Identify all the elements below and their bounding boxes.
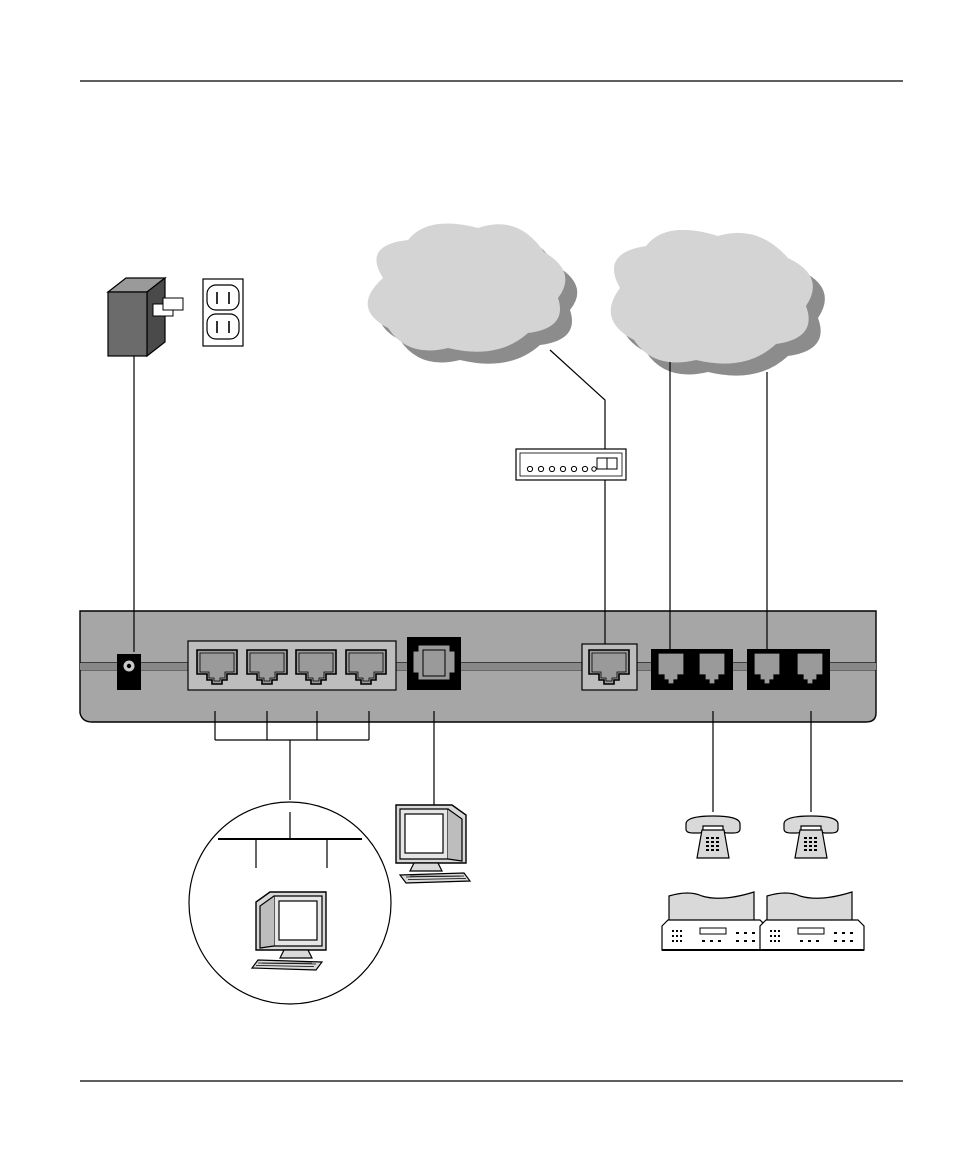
phone-line-2-group bbox=[747, 649, 830, 690]
phone-line-1-group bbox=[651, 649, 733, 690]
lan-port-group bbox=[188, 641, 396, 690]
telephone-2-icon bbox=[784, 816, 838, 858]
fax-machine-2-icon bbox=[760, 892, 864, 950]
wan-port-group bbox=[582, 644, 637, 690]
console-computer-icon bbox=[396, 805, 470, 883]
console-port-icon bbox=[407, 637, 461, 690]
wall-outlet-icon bbox=[203, 279, 243, 346]
connection-lines bbox=[134, 350, 811, 812]
internet-cloud-icon bbox=[368, 224, 578, 364]
power-jack bbox=[117, 654, 141, 690]
lan-network-detail bbox=[189, 802, 391, 1004]
modem-icon bbox=[516, 449, 626, 480]
fax-machine-1-icon bbox=[662, 892, 766, 950]
phone-network-cloud-icon bbox=[611, 230, 825, 376]
internet-to-modem-line bbox=[550, 350, 605, 449]
telephone-1-icon bbox=[686, 816, 740, 858]
power-adapter-icon bbox=[108, 278, 183, 356]
